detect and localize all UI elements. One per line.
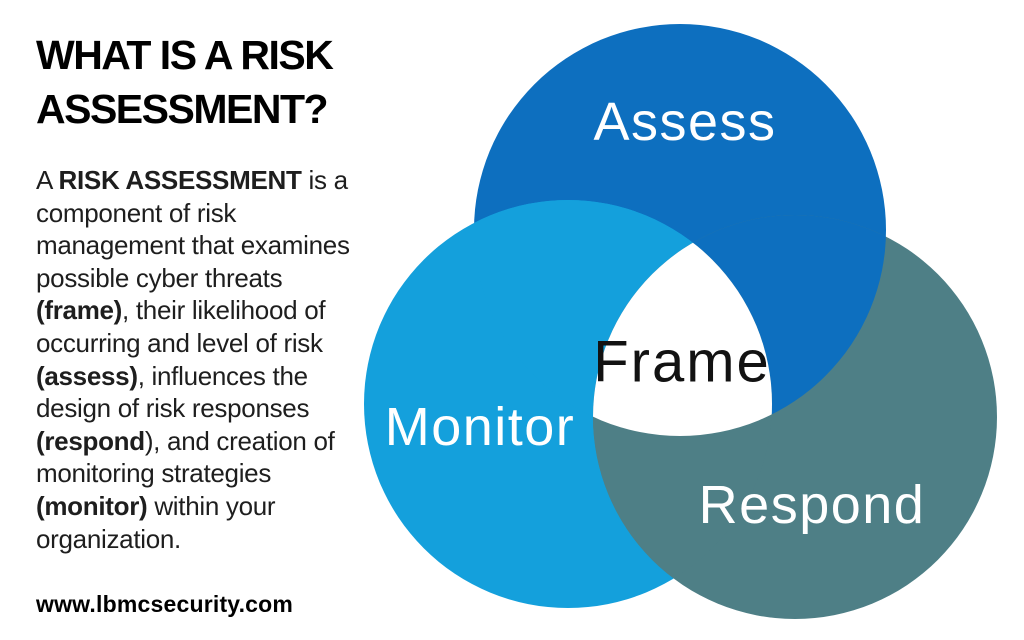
paragraph-line: component of risk	[36, 197, 237, 228]
paragraph-line: (frame), their likelihood of	[36, 295, 326, 326]
frame-label: Frame	[593, 329, 771, 395]
paragraph-line: monitoring strategies	[36, 458, 272, 489]
page-title-line1: WHAT IS A RISK	[36, 32, 334, 78]
page-title-line2: ASSESSMENT?	[36, 86, 329, 132]
assess-label: Assess	[593, 92, 777, 152]
left-panel: WHAT IS A RISK ASSESSMENT? A RISK ASSESS…	[36, 28, 372, 555]
paragraph-line: (assess), influences the	[36, 360, 308, 391]
paragraph-line: possible cyber threats	[36, 262, 283, 293]
paragraph-line: (respond), and creation of	[36, 425, 335, 456]
center-white-region	[593, 215, 772, 436]
page-title: WHAT IS A RISK ASSESSMENT?	[36, 28, 372, 136]
paragraph-line: A RISK ASSESSMENT is a	[36, 165, 348, 195]
paragraph-line: management that examines	[36, 230, 350, 261]
monitor-label: Monitor	[384, 397, 576, 457]
paragraph-line: design of risk responses	[36, 393, 310, 424]
respond-label: Respond	[698, 475, 926, 535]
website-url: www.lbmcsecurity.com	[36, 591, 294, 617]
paragraph-line: occurring and level of risk	[36, 327, 323, 358]
paragraph-line: (monitor) within your	[36, 490, 276, 521]
paragraph-line: organization.	[36, 523, 181, 554]
